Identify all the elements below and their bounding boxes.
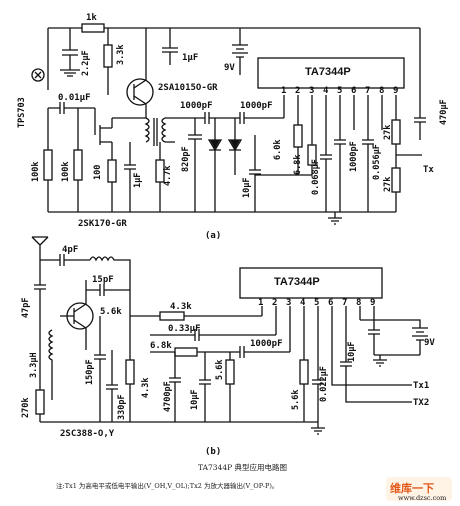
watermark-logo: 维库一下 www.dzsc.com [386, 477, 452, 502]
svg-text:2SA1015O-GR: 2SA1015O-GR [158, 83, 218, 93]
svg-text:5: 5 [337, 86, 342, 96]
figure-note: 注:Tx1 为高电平或低电平输出(V_OH,V_OL);Tx2 为放大器输出(V… [56, 481, 278, 490]
ic-a-name: TA7344P [305, 66, 351, 78]
svg-text:2SK170-GR: 2SK170-GR [78, 219, 127, 229]
svg-text:1μF: 1μF [182, 53, 198, 63]
svg-text:100: 100 [93, 165, 103, 180]
svg-text:10μF: 10μF [347, 342, 357, 362]
svg-text:1000pF: 1000pF [180, 101, 213, 111]
ic-b-name: TA7344P [274, 276, 320, 288]
svg-text:6: 6 [351, 86, 356, 96]
svg-text:0.33μF: 0.33μF [168, 324, 201, 334]
svg-text:270k: 270k [21, 398, 31, 418]
svg-text:27k: 27k [383, 177, 393, 192]
svg-text:3: 3 [309, 86, 314, 96]
ic-a-pins: 1 2 3 4 5 6 7 8 9 [281, 86, 398, 96]
svg-text:3.3k: 3.3k [116, 45, 126, 65]
svg-text:2.2μF: 2.2μF [81, 50, 91, 76]
svg-text:TX2: TX2 [413, 398, 429, 408]
svg-text:8: 8 [379, 86, 384, 96]
svg-text:1k: 1k [86, 13, 97, 23]
ic-a-box [257, 57, 405, 89]
svg-text:0.01μF: 0.01μF [58, 93, 91, 103]
svg-text:2: 2 [295, 86, 300, 96]
svg-text:27k: 27k [383, 125, 393, 140]
svg-text:Tx1: Tx1 [413, 381, 429, 391]
svg-text:6.8k: 6.8k [150, 341, 172, 351]
label-b: (b) [205, 447, 221, 457]
svg-text:9V: 9V [424, 338, 435, 348]
svg-text:47pF: 47pF [21, 298, 31, 318]
svg-text:150pF: 150pF [85, 359, 95, 385]
circuit-a: TA7344P 1 2 3 4 5 6 7 8 9 1k 2.2μF TPS70… [17, 13, 449, 241]
svg-text:6: 6 [328, 298, 333, 308]
svg-text:1: 1 [258, 298, 263, 308]
ic-b-pins: 1 2 3 4 5 6 7 8 9 [258, 298, 375, 308]
svg-text:470μF: 470μF [439, 99, 449, 125]
svg-text:4pF: 4pF [62, 245, 78, 255]
svg-text:4: 4 [300, 298, 306, 308]
svg-text:Tx: Tx [423, 165, 434, 175]
svg-text:4.7k: 4.7k [163, 166, 173, 186]
svg-text:2: 2 [272, 298, 277, 308]
svg-text:4.3k: 4.3k [170, 302, 192, 312]
svg-text:330pF: 330pF [117, 394, 127, 420]
svg-text:4700pF: 4700pF [163, 381, 173, 412]
svg-text:820pF: 820pF [181, 146, 191, 172]
svg-text:15pF: 15pF [92, 275, 114, 285]
ic-b-box [239, 267, 383, 299]
svg-text:10μF: 10μF [242, 178, 252, 198]
svg-text:2SC388-O,Y: 2SC388-O,Y [60, 429, 115, 439]
svg-text:7: 7 [365, 86, 370, 96]
r-1k-top [81, 23, 105, 33]
svg-text:5: 5 [314, 298, 319, 308]
svg-text:1000pF: 1000pF [240, 101, 273, 111]
svg-text:5.6k: 5.6k [100, 307, 122, 317]
svg-text:100k: 100k [61, 162, 71, 182]
svg-text:5.6k: 5.6k [215, 360, 225, 380]
r-3k3 [103, 44, 113, 68]
svg-text:100k: 100k [31, 162, 41, 182]
transistor-pnp-icon [126, 78, 154, 106]
svg-text:4: 4 [323, 86, 329, 96]
svg-text:3.3μH: 3.3μH [29, 352, 39, 378]
svg-text:9: 9 [370, 298, 375, 308]
svg-text:TPS703: TPS703 [17, 97, 27, 128]
svg-text:6.8k: 6.8k [293, 155, 303, 175]
svg-text:1000pF: 1000pF [250, 339, 283, 349]
svg-text:3: 3 [286, 298, 291, 308]
svg-text:6.0k: 6.0k [273, 140, 283, 160]
svg-text:9V: 9V [224, 63, 235, 73]
svg-text:维库一下: 维库一下 [390, 481, 434, 495]
mic-icon [31, 68, 45, 82]
svg-text:www.dzsc.com: www.dzsc.com [398, 494, 446, 502]
svg-text:9: 9 [393, 86, 398, 96]
svg-text:4.3k: 4.3k [141, 378, 151, 398]
svg-text:10μF: 10μF [190, 390, 200, 410]
svg-text:1000pF: 1000pF [349, 141, 359, 172]
figure-caption: TA7344P 典型应用电路图 [198, 462, 287, 472]
svg-text:1: 1 [281, 86, 286, 96]
svg-text:0.022μF: 0.022μF [319, 366, 329, 402]
svg-text:0.056μF: 0.056μF [372, 144, 382, 180]
svg-text:7: 7 [342, 298, 347, 308]
svg-text:0.068μF: 0.068μF [311, 159, 321, 195]
svg-text:5.6k: 5.6k [291, 390, 301, 410]
label-a: (a) [205, 231, 221, 241]
svg-text:1μF: 1μF [133, 173, 143, 188]
svg-text:8: 8 [356, 298, 361, 308]
circuit-b: 4pF 47pF 15pF 5.6k 3.3μH 270k 150pF 330p… [21, 236, 435, 457]
